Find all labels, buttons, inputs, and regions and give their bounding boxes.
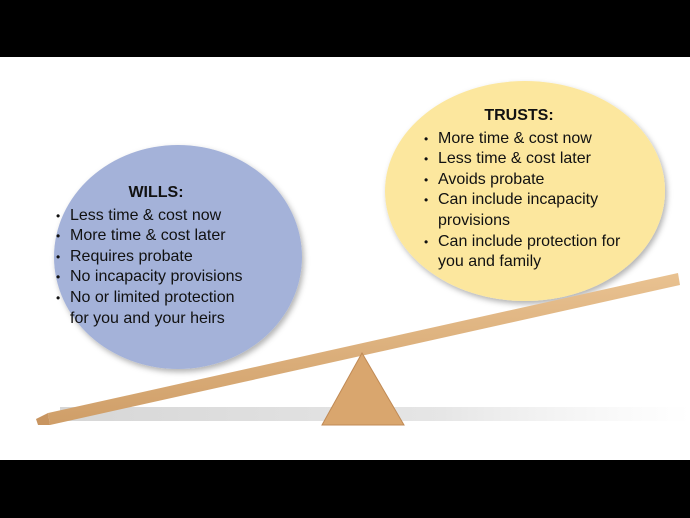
seesaw-fulcrum (321, 351, 405, 426)
wills-item: Less time & cost now (56, 206, 256, 227)
wills-item: More time & cost later (56, 226, 256, 247)
trusts-title: TRUSTS: (484, 107, 554, 124)
trusts-item: Can include incapacity provisions (424, 190, 618, 231)
plank-edge (36, 413, 50, 425)
wills-item: Requires probate (56, 247, 256, 268)
wills-item: No or limited protection for you and you… (56, 288, 250, 329)
slide: WILLS: Less time & cost now More time & … (0, 57, 690, 460)
seesaw-plank (48, 273, 680, 425)
wills-title: WILLS: (128, 184, 184, 201)
trusts-list: TRUSTS: More time & cost now Less time &… (424, 106, 644, 273)
trusts-item: Less time & cost later (424, 149, 644, 170)
trusts-item: More time & cost now (424, 129, 644, 150)
trusts-item: Can include protection for you and famil… (424, 232, 638, 273)
wills-list: WILLS: Less time & cost now More time & … (56, 183, 256, 329)
trusts-item: Avoids probate (424, 170, 644, 191)
wills-item: No incapacity provisions (56, 267, 256, 288)
